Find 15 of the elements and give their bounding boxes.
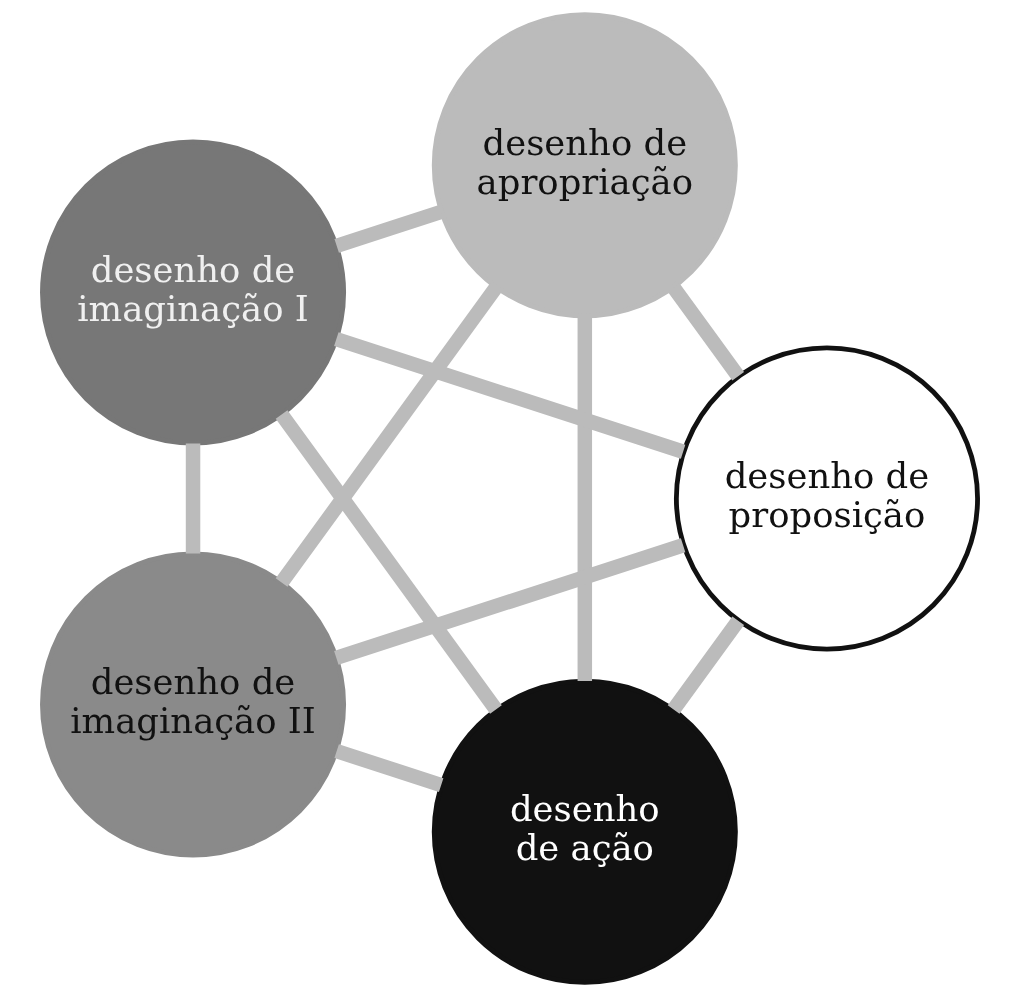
connector <box>667 616 744 714</box>
connector <box>333 205 443 253</box>
connector <box>577 316 592 681</box>
connector <box>333 332 685 459</box>
node-circle: desenho de imaginação I <box>39 139 346 446</box>
node-circle: desenho de imaginação II <box>39 551 346 858</box>
connector <box>667 283 744 381</box>
connector <box>275 410 502 714</box>
connector <box>275 283 502 587</box>
node-circle: desenho de proposição <box>673 345 980 652</box>
node-circle: desenho de ação <box>431 678 738 985</box>
connector <box>333 744 443 792</box>
node-circle: desenho de apropriação <box>431 12 738 319</box>
connector <box>333 538 685 665</box>
connector <box>185 443 200 554</box>
